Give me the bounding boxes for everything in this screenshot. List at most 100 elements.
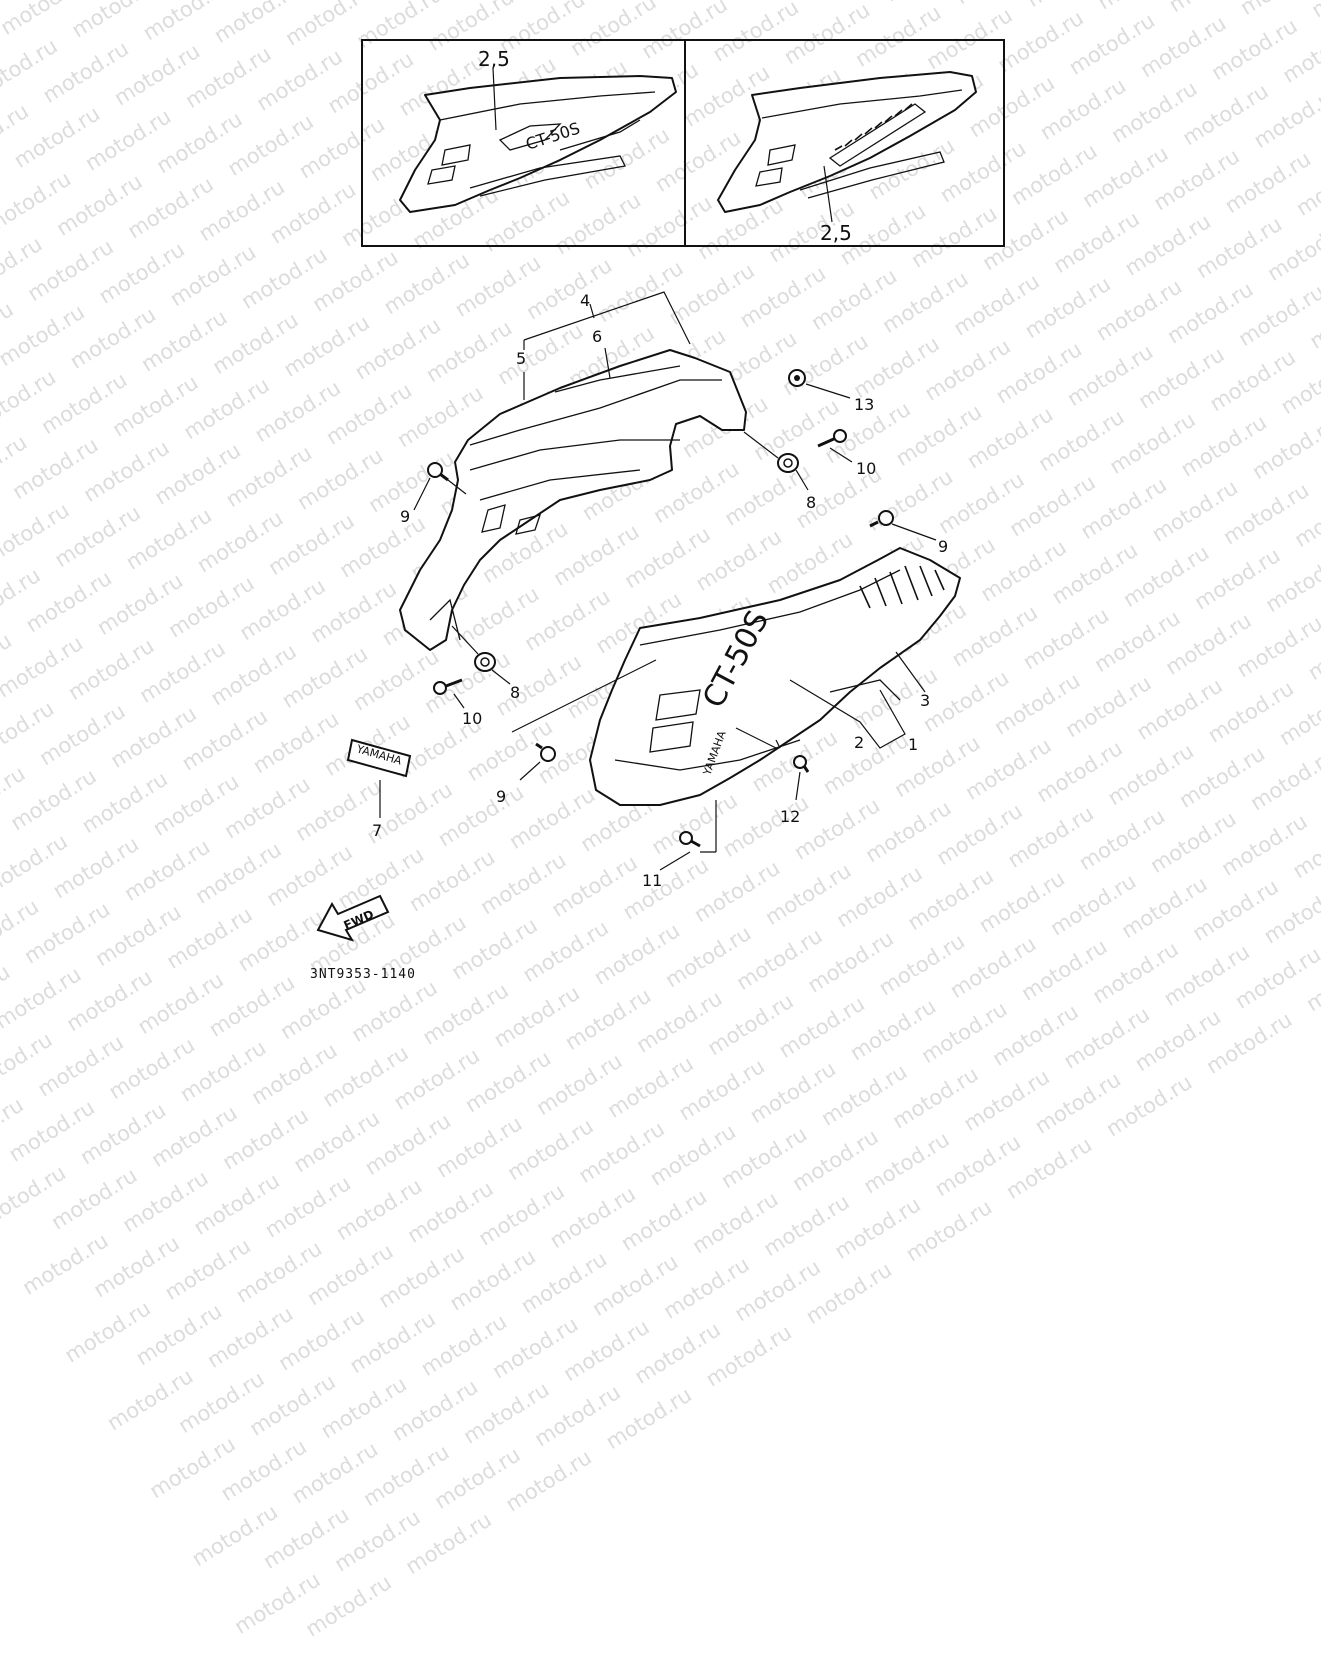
watermark-text: motod.ru: [674, 1054, 768, 1125]
watermark-text: motod.ru: [1002, 1132, 1096, 1203]
watermark-text: motod.ru: [33, 1030, 127, 1101]
watermark-text: motod.ru: [303, 1239, 397, 1310]
watermark-text: motod.ru: [459, 1377, 553, 1448]
callout-7: 7: [372, 821, 382, 840]
watermark-text: motod.ru: [161, 1234, 255, 1305]
screw-11: [680, 832, 700, 846]
watermark-text: motod.ru: [503, 1114, 597, 1185]
callout-4: 4: [580, 291, 590, 310]
bolt-9-right: [870, 511, 893, 526]
watermark-text: motod.ru: [132, 1299, 226, 1370]
watermark-text: motod.ru: [189, 1168, 283, 1239]
bolt-9-lower: [536, 744, 555, 761]
callout-5: 5: [516, 349, 526, 368]
watermark-text: motod.ru: [702, 1320, 796, 1391]
watermark-text: motod.ru: [559, 1315, 653, 1386]
watermark-text: motod.ru: [474, 1179, 568, 1250]
watermark-text: motod.ru: [417, 1309, 511, 1380]
watermark-text: motod.ru: [488, 1312, 582, 1383]
screw-10-lower: [434, 680, 462, 694]
watermark-text: motod.ru: [0, 1093, 28, 1164]
watermark-text: motod.ru: [359, 1440, 453, 1511]
watermark-text: motod.ru: [5, 1095, 99, 1166]
watermark-text: motod.ru: [501, 1445, 595, 1516]
callout-9-right: 9: [938, 537, 948, 556]
watermark-text: motod.ru: [746, 1057, 840, 1128]
watermark-text: motod.ru: [659, 1252, 753, 1323]
watermark-text: motod.ru: [461, 1046, 555, 1117]
watermark-text: motod.ru: [730, 1255, 824, 1326]
watermark-text: motod.ru: [561, 983, 655, 1054]
watermark-text: motod.ru: [388, 1375, 482, 1446]
watermark-text: motod.ru: [318, 1041, 412, 1112]
watermark-text: motod.ru: [931, 1130, 1025, 1201]
callout-1: 1: [908, 735, 918, 754]
screw-10-upper: [818, 430, 846, 446]
watermark-text: motod.ru: [245, 1369, 339, 1440]
callout-11: 11: [642, 871, 662, 890]
grommet-8-upper: [778, 454, 798, 472]
watermark-text: motod.ru: [203, 1301, 297, 1372]
watermark-text: motod.ru: [788, 1124, 882, 1195]
watermark-text: motod.ru: [588, 1250, 682, 1321]
watermark-text: motod.ru: [530, 1380, 624, 1451]
watermark-text: motod.ru: [230, 1568, 324, 1639]
callout-9-left: 9: [400, 507, 410, 526]
watermark-text: motod.ru: [76, 1098, 170, 1169]
watermark-text: motod.ru: [603, 1051, 697, 1122]
watermark-text: motod.ru: [147, 1101, 241, 1172]
watermark-text: motod.ru: [775, 991, 869, 1062]
watermark-text: motod.ru: [174, 1367, 268, 1438]
watermark-text: motod.ru: [532, 1049, 626, 1120]
watermark-text: motod.ru: [247, 1038, 341, 1109]
callout-12: 12: [780, 807, 800, 826]
watermark-text: motod.ru: [301, 1570, 395, 1641]
watermark-text: motod.ru: [218, 1103, 312, 1174]
watermark-text: motod.ru: [317, 1372, 411, 1443]
watermark-text: motod.ru: [0, 1027, 57, 1098]
callout-9-lower: 9: [496, 787, 506, 806]
watermark-text: motod.ru: [432, 1111, 526, 1182]
watermark-text: motod.ru: [602, 1383, 696, 1454]
bolt-9-left: [428, 463, 448, 480]
watermark-text: motod.ru: [105, 1033, 199, 1104]
callout-10-upper: 10: [856, 459, 876, 478]
watermark-text: motod.ru: [574, 1117, 668, 1188]
watermark-text: motod.ru: [176, 1035, 270, 1106]
watermark-text: motod.ru: [345, 1307, 439, 1378]
watermark-text: motod.ru: [330, 1505, 424, 1576]
watermark-text: motod.ru: [118, 1166, 212, 1237]
watermark-text: motod.ru: [988, 999, 1082, 1070]
watermark-text: motod.ru: [259, 1502, 353, 1573]
watermark-text: motod.ru: [47, 1163, 141, 1234]
watermark-text: motod.ru: [646, 1119, 740, 1190]
watermark-text: motod.ru: [103, 1364, 197, 1435]
watermark-text: motod.ru: [332, 1174, 426, 1245]
watermark-text: motod.ru: [188, 1500, 282, 1571]
watermark-text: motod.ru: [261, 1171, 355, 1242]
watermark-text: motod.ru: [632, 986, 726, 1057]
watermark-text: motod.ru: [546, 1182, 640, 1253]
watermark-text: motod.ru: [403, 1176, 497, 1247]
callout-8-lower: 8: [510, 683, 520, 702]
watermark-text: motod.ru: [60, 1296, 154, 1367]
watermark-text: motod.ru: [859, 1127, 953, 1198]
callout-13: 13: [854, 395, 874, 414]
watermark-text: motod.ru: [717, 1122, 811, 1193]
watermark-text: motod.ru: [917, 997, 1011, 1068]
inset-right-panel: [718, 72, 976, 212]
callout-3: 3: [920, 691, 930, 710]
diagram-svg: CT-50S 2,5 2,5: [0, 0, 1321, 991]
watermark-text: motod.ru: [1131, 1005, 1225, 1076]
watermark-text: motod.ru: [18, 1228, 112, 1299]
nut-13: [789, 370, 805, 386]
watermark-text: motod.ru: [703, 989, 797, 1060]
watermark-text: motod.ru: [617, 1184, 711, 1255]
watermark-text: motod.ru: [902, 1195, 996, 1266]
watermark-text: motod.ru: [959, 1065, 1053, 1136]
watermark-text: motod.ru: [430, 1442, 524, 1513]
watermark-text: motod.ru: [217, 1434, 311, 1505]
grommet-8-lower: [475, 653, 495, 671]
watermark-text: motod.ru: [1102, 1070, 1196, 1141]
